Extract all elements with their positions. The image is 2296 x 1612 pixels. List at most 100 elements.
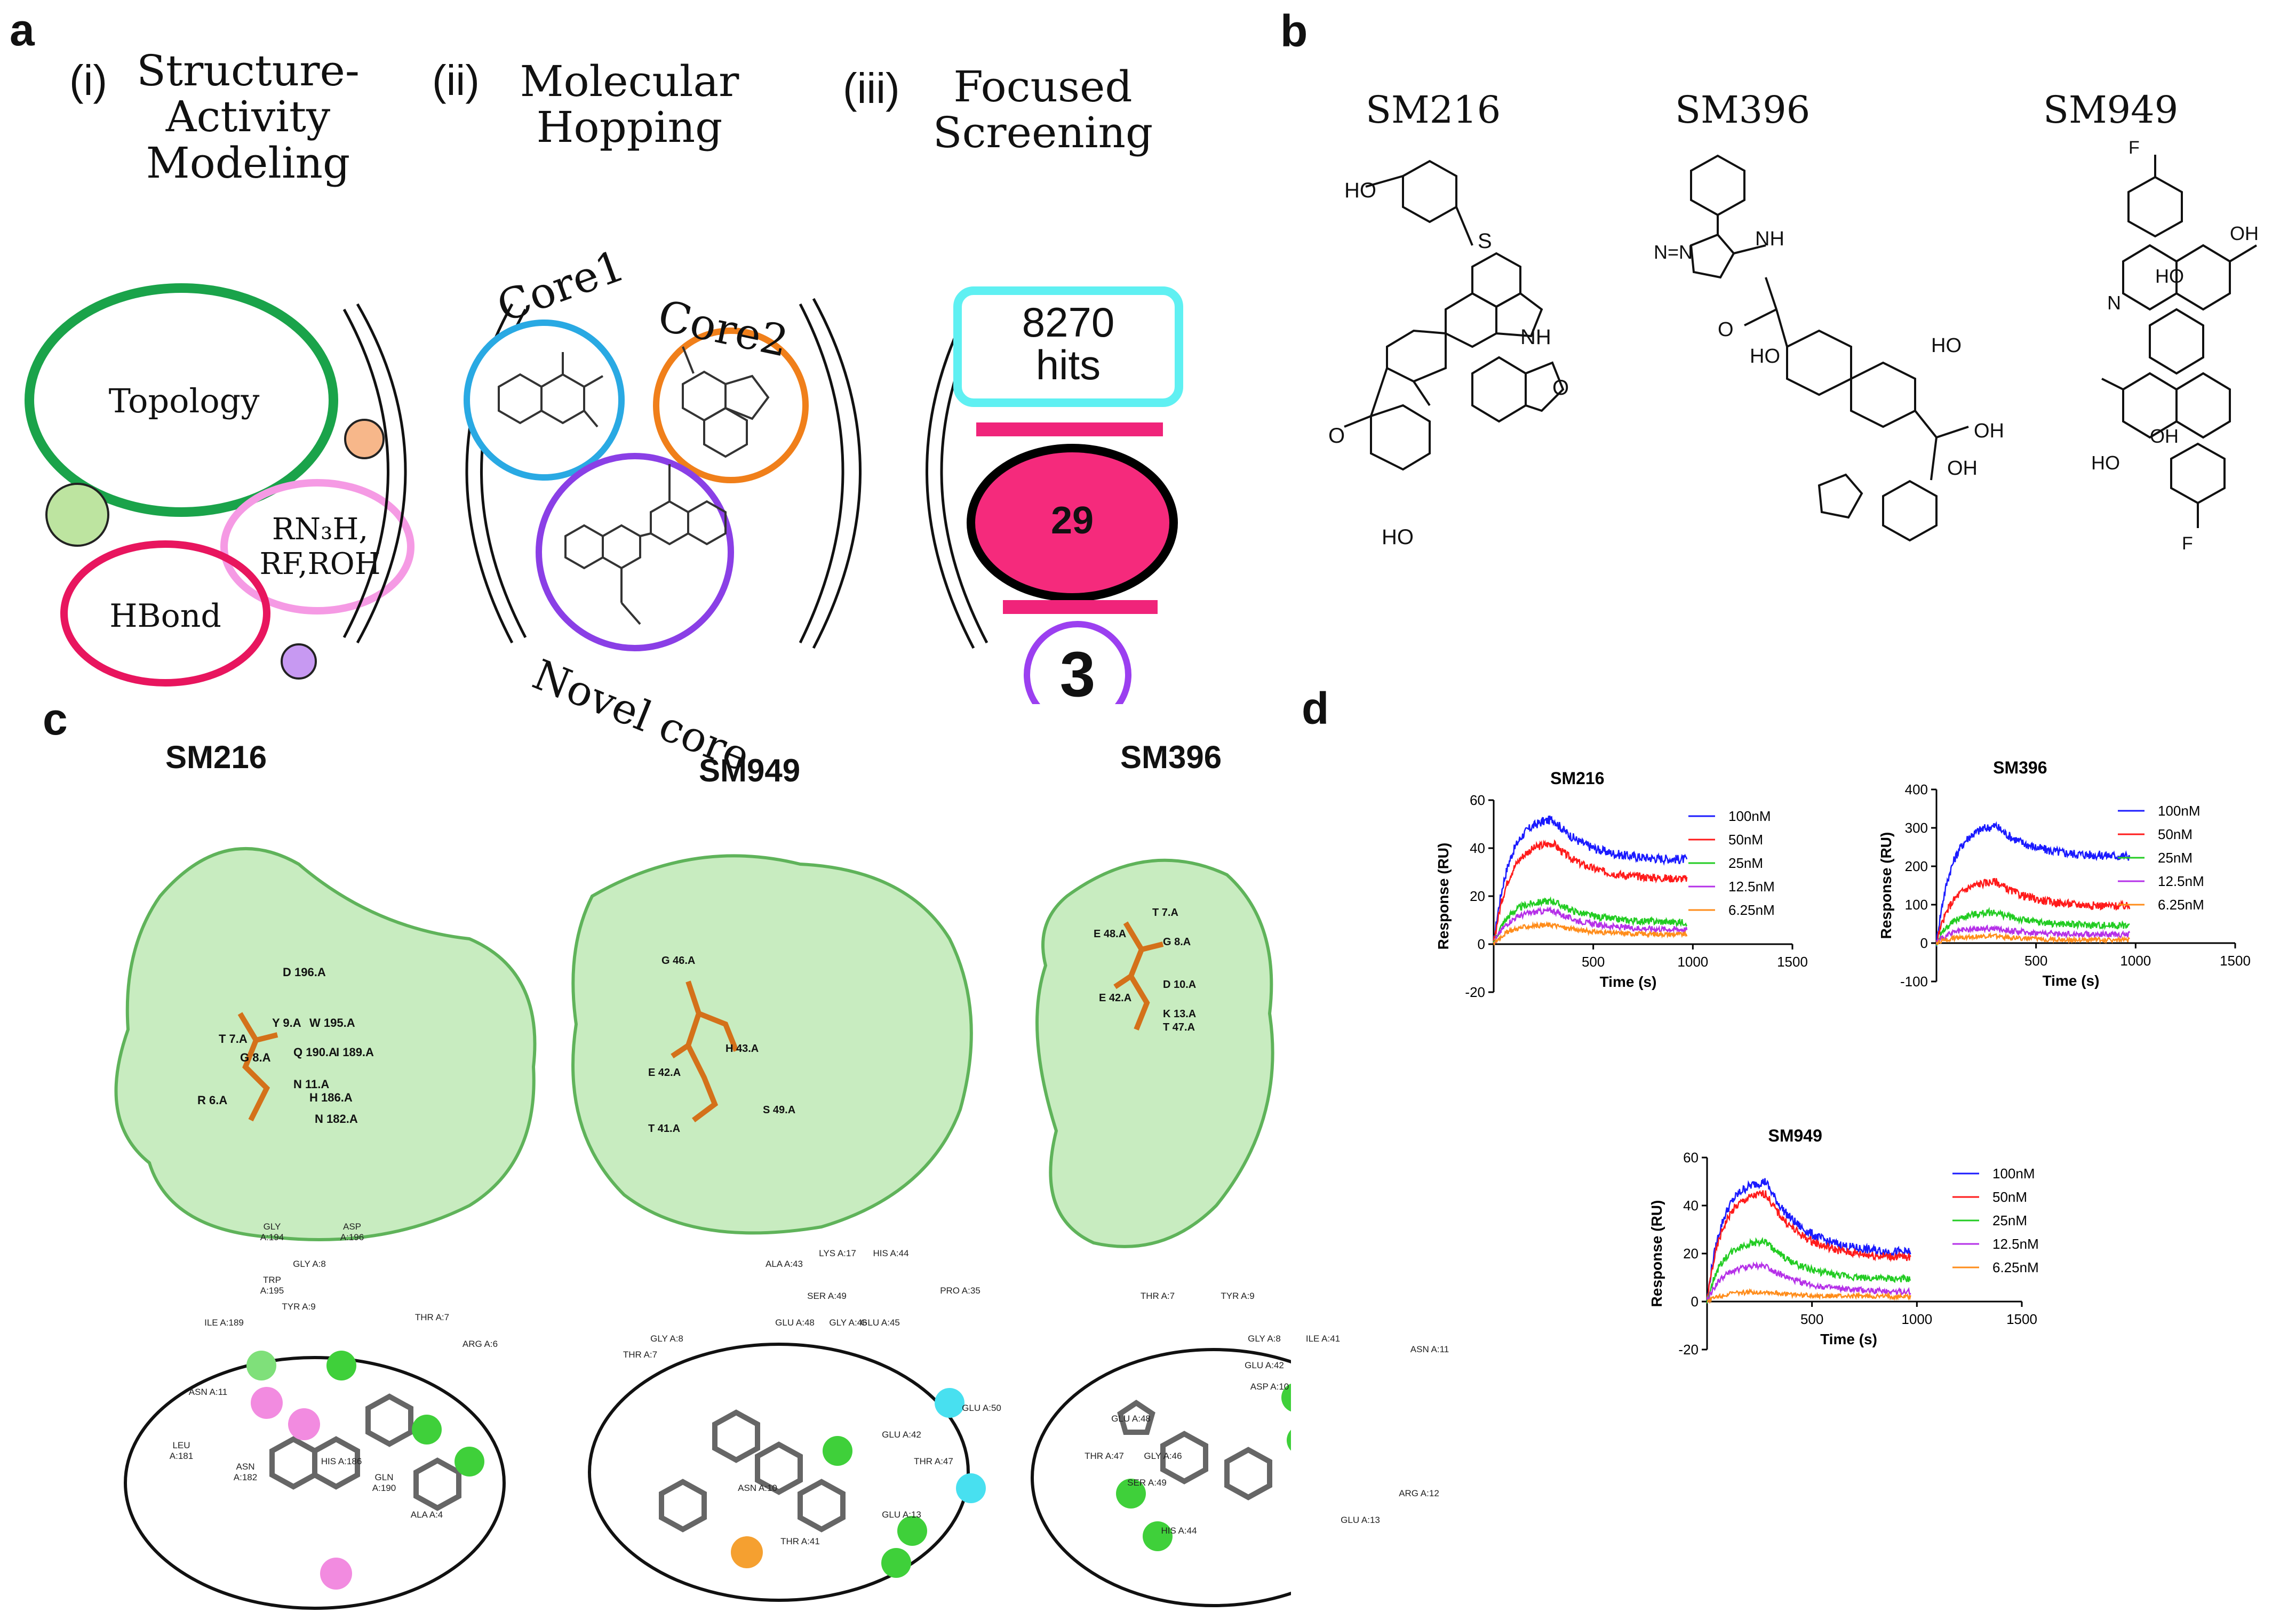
novel-core-structure xyxy=(564,464,727,625)
interaction-residue-label: ASN A:10 xyxy=(738,1483,777,1493)
sm216-residue-label-8: H 186.A xyxy=(309,1091,353,1104)
legend-label: 100nM xyxy=(1728,808,1771,824)
legend-label: 12.5nM xyxy=(1728,879,1775,895)
stage-3-number: (iii) xyxy=(843,65,900,112)
interaction-residue-label: LEU A:181 xyxy=(169,1440,194,1461)
interaction-residue-label: GLU A:42 xyxy=(882,1430,921,1440)
interaction-residue-label: HIS A:186 xyxy=(321,1456,362,1466)
sm216-oh1-text: HO xyxy=(1344,179,1376,202)
sm949-residue-label-1: E 42.A xyxy=(648,1067,681,1079)
residue-bubble xyxy=(897,1516,927,1546)
interaction-residue-label: GLY A:46 xyxy=(1144,1451,1182,1461)
x-tick-label: 1000 xyxy=(2120,953,2151,969)
sm396-residue-bubbles xyxy=(1116,1383,1291,1551)
interaction-residue-label: ARG A:6 xyxy=(462,1339,498,1349)
interaction-residue-label: GLU A:13 xyxy=(882,1510,921,1520)
x-tick-label: 1000 xyxy=(1901,1311,1932,1327)
panel-label-b: b xyxy=(1280,6,1308,56)
x-tick-label: 1500 xyxy=(2220,953,2251,969)
sm396-tetrazole-text: N=N xyxy=(1654,241,1693,263)
y-axis-label: Response (RU) xyxy=(1648,1200,1665,1307)
y-tick-label: 0 xyxy=(1478,936,1485,952)
series-line-50nM xyxy=(1706,1190,1911,1298)
panel-label-c: c xyxy=(43,694,68,744)
legend-label: 12.5nM xyxy=(2158,873,2204,889)
interaction-residue-label: ASN A:11 xyxy=(188,1387,228,1397)
sm216-residue-label-6: I 189.A xyxy=(336,1046,374,1059)
interaction-residue-label: ILE A:189 xyxy=(204,1318,244,1328)
stage-3-title: Focused Screening xyxy=(932,62,1153,158)
sm396-oh-text: OH xyxy=(1974,420,2004,442)
interaction-residue-label: TYR A:9 xyxy=(1221,1291,1255,1301)
legend-label: 6.25nM xyxy=(1728,902,1775,918)
series-line-12.5nM xyxy=(1706,1261,1911,1303)
interaction-residue-label: PRO A:35 xyxy=(940,1286,980,1296)
y-tick-label: 0 xyxy=(1691,1294,1699,1310)
interaction-residue-label: HIS A:44 xyxy=(873,1248,909,1258)
sm949-n-text: N xyxy=(2107,292,2121,314)
sm216-ligand xyxy=(237,1012,278,1122)
residue-bubble xyxy=(1287,1430,1291,1451)
panel-label-a: a xyxy=(10,5,35,55)
sm216-o-text: O xyxy=(1328,424,1345,448)
y-tick-label: 200 xyxy=(1905,858,1928,874)
interaction-residue-label: SER A:49 xyxy=(1127,1478,1167,1488)
series-line-100nM xyxy=(1493,815,1688,941)
interaction-residue-label: SER A:49 xyxy=(807,1291,847,1301)
residue-bubble xyxy=(326,1351,356,1380)
series-line-25nM xyxy=(1706,1236,1911,1304)
sm396-protein-surface xyxy=(1035,858,1274,1248)
compound-name-sm396: SM396 xyxy=(1675,88,1811,132)
sm949-residue-label-4: S 49.A xyxy=(763,1104,796,1116)
y-tick-label: 60 xyxy=(1683,1150,1699,1166)
series-line-12.5nM xyxy=(1493,906,1688,944)
legend-label: 25nM xyxy=(2158,850,2193,866)
surface-title-sm396: SM396 xyxy=(1120,739,1222,775)
topology-ellipse xyxy=(25,283,338,517)
panel-c-graphics xyxy=(114,847,1291,1610)
residue-bubble xyxy=(320,1558,352,1590)
interaction-residue-label: ASN A:182 xyxy=(233,1462,258,1482)
series-line-6.25nM xyxy=(1707,1288,1911,1305)
stage-1-title: Structure- Activity Modeling xyxy=(137,46,360,188)
funnel-bar-top xyxy=(976,422,1163,436)
sm216-residue-label-9: R 6.A xyxy=(197,1094,228,1107)
sm396-2d-ligand xyxy=(1117,1399,1272,1501)
stage-2-number: (ii) xyxy=(432,57,480,104)
residue-bubble xyxy=(956,1473,986,1503)
x-axis-label: Time (s) xyxy=(1600,973,1657,990)
y-tick-label: 400 xyxy=(1905,781,1928,797)
rn3h-label-line1: RN₃H, xyxy=(272,512,369,547)
sm949-oh2-text: OH xyxy=(2150,425,2179,447)
hits-box xyxy=(953,286,1183,407)
core1-ring xyxy=(464,320,625,481)
legend-label: 50nM xyxy=(1992,1189,2027,1205)
x-axis-label: Time (s) xyxy=(1820,1331,1877,1347)
y-tick-label: 0 xyxy=(1920,935,1928,951)
legend-label: 25nM xyxy=(1992,1212,2027,1228)
sm216-interaction-ellipse xyxy=(124,1356,506,1610)
rn3h-ellipse xyxy=(220,479,414,615)
residue-bubble xyxy=(1281,1383,1291,1412)
interaction-residue-label: THR A:7 xyxy=(623,1350,658,1360)
y-tick-label: -20 xyxy=(1678,1342,1699,1358)
legend-label: 100nM xyxy=(1992,1166,2035,1182)
rn3h-label-line2: RF,ROH xyxy=(259,547,381,581)
sm216-residue-label-3: G 8.A xyxy=(240,1051,271,1064)
y-tick-label: -20 xyxy=(1465,984,1485,1000)
sm216-structure xyxy=(1344,159,1565,471)
sm396-structure xyxy=(1689,154,1969,542)
final-circle xyxy=(1024,621,1131,704)
legend-label: 6.25nM xyxy=(2158,897,2204,913)
legend-label: 25nM xyxy=(1728,855,1763,871)
hits-label: hits xyxy=(1035,341,1101,388)
interaction-residue-label: ILE A:41 xyxy=(1305,1334,1341,1344)
series-line-25nM xyxy=(1935,907,2130,946)
sm396-residue-label-1: E 48.A xyxy=(1094,928,1127,940)
interaction-residue-label: GLY A:8 xyxy=(293,1259,326,1269)
residue-bubble xyxy=(412,1415,442,1445)
sm949-protein-surface xyxy=(571,854,973,1235)
sm216-residue-label-7: N 11.A xyxy=(293,1078,330,1091)
interaction-residue-label: TRP A:195 xyxy=(260,1275,284,1296)
